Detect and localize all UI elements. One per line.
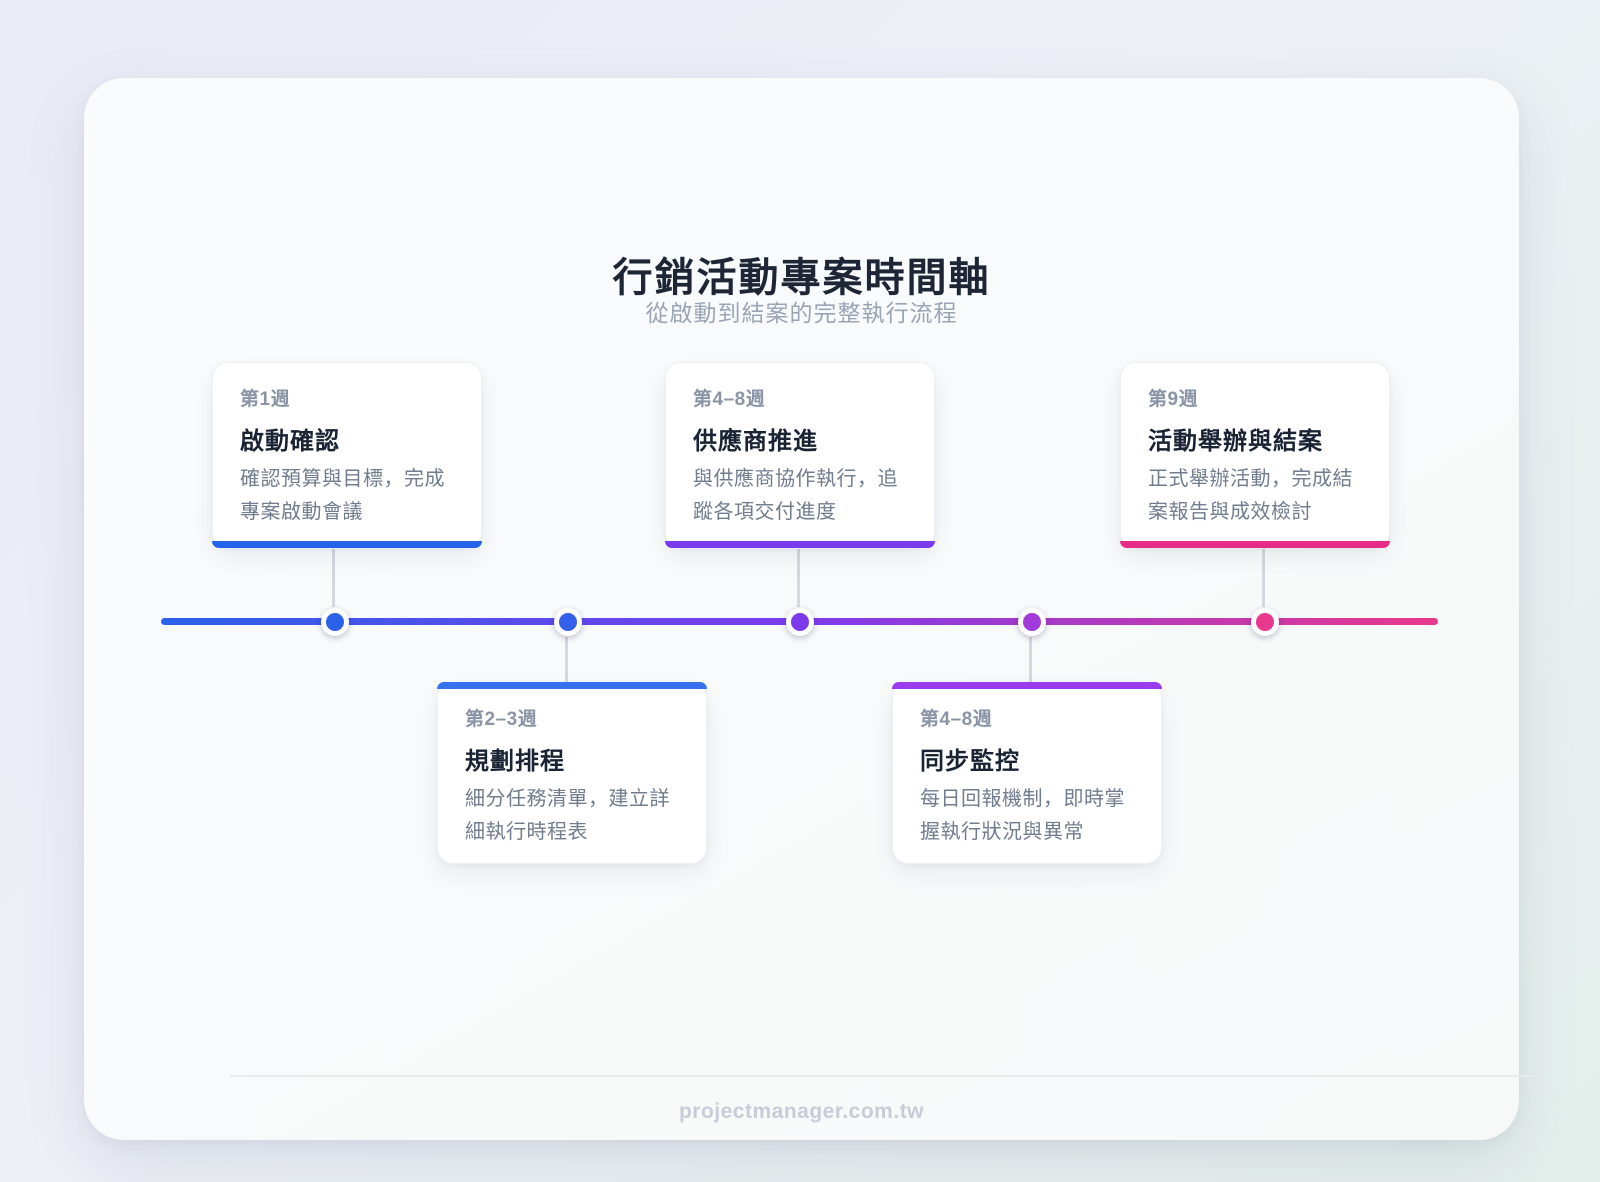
card-accent-bar	[892, 682, 1162, 689]
milestone-description: 確認預算與目標，完成專案啟動會議	[240, 468, 445, 523]
milestone-title: 啟動確認	[240, 428, 340, 455]
week-label: 第4–8週	[920, 709, 993, 730]
connector-line	[332, 549, 335, 607]
timeline-node-2	[554, 608, 582, 636]
milestone-description: 與供應商協作執行，追蹤各項交付進度	[693, 468, 898, 523]
page-subtitle: 從啟動到結案的完整執行流程	[645, 300, 958, 326]
week-label: 第2–3週	[465, 709, 538, 730]
week-label: 第9週	[1148, 389, 1199, 410]
timeline-node-3	[786, 608, 814, 636]
connector-line	[1029, 637, 1032, 682]
milestone-card-closing: 第9週 活動舉辦與結案 正式舉辦活動，完成結案報告與成效檢討	[1120, 362, 1390, 548]
connector-line	[1262, 549, 1265, 607]
card-accent-bar	[212, 541, 482, 548]
week-label: 第1週	[240, 389, 291, 410]
milestone-description: 每日回報機制，即時掌握執行狀況與異常	[920, 788, 1125, 843]
timeline-node-1	[321, 608, 349, 636]
milestone-card-vendor: 第4–8週 供應商推進 與供應商協作執行，追蹤各項交付進度	[665, 362, 935, 548]
connector-line	[565, 637, 568, 682]
milestone-card-monitoring: 第4–8週 同步監控 每日回報機制，即時掌握執行狀況與異常	[892, 682, 1162, 864]
milestone-description: 細分任務清單，建立詳細執行時程表	[465, 788, 670, 843]
card-accent-bar	[665, 541, 935, 548]
milestone-title: 規劃排程	[465, 748, 565, 775]
milestone-card-planning: 第2–3週 規劃排程 細分任務清單，建立詳細執行時程表	[437, 682, 707, 864]
milestone-title: 活動舉辦與結案	[1148, 428, 1323, 455]
card-accent-bar	[1120, 541, 1390, 548]
week-label: 第4–8週	[693, 389, 766, 410]
milestone-title: 同步監控	[920, 748, 1020, 775]
timeline-node-5	[1251, 608, 1279, 636]
footer-divider	[230, 1075, 1541, 1077]
timeline-node-4	[1018, 608, 1046, 636]
milestone-title: 供應商推進	[693, 428, 818, 455]
milestone-card-kickoff: 第1週 啟動確認 確認預算與目標，完成專案啟動會議	[212, 362, 482, 548]
footer-site-url: projectmanager.com.tw	[678, 1100, 925, 1123]
connector-line	[797, 549, 800, 607]
milestone-description: 正式舉辦活動，完成結案報告與成效檢討	[1148, 468, 1353, 523]
card-accent-bar	[437, 682, 707, 689]
page-title: 行銷活動專案時間軸	[612, 255, 991, 300]
